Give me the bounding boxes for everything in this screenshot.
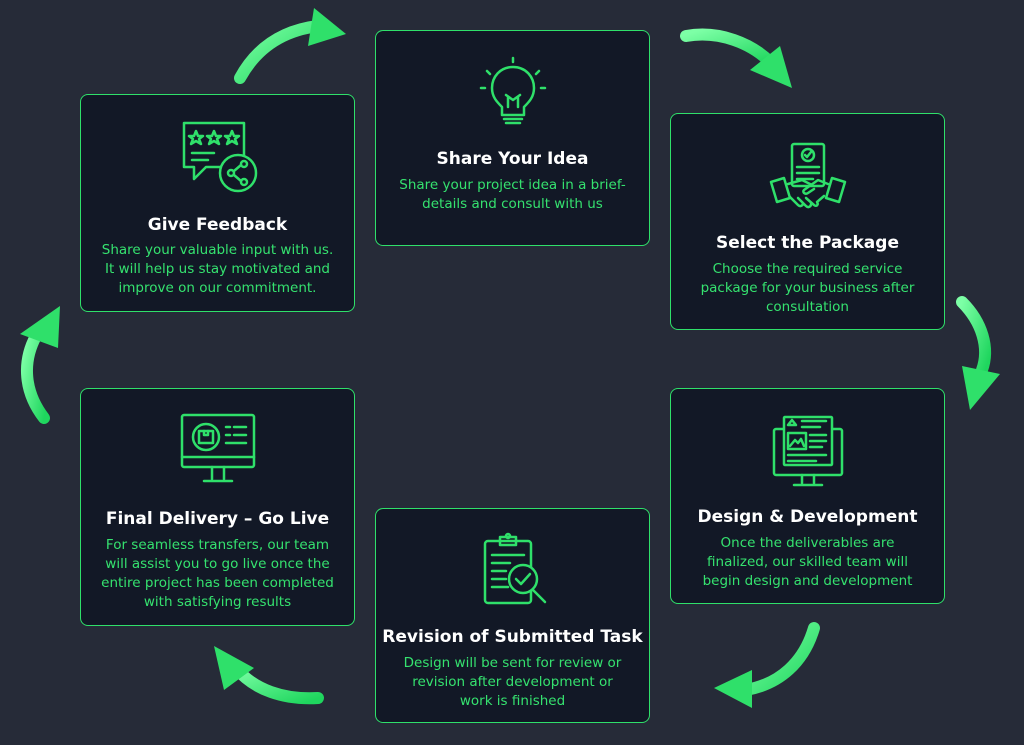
- arrow-revision-to-delivery: [214, 646, 324, 705]
- step-description: Once the deliverables are finalized, our…: [702, 535, 913, 589]
- lightbulb-icon: [479, 56, 546, 125]
- step-description: For seamless transfers, our team will as…: [101, 537, 334, 610]
- step-card-select-package: Select the Package Choose the required s…: [670, 113, 945, 330]
- web-design-monitor-icon: [772, 415, 843, 487]
- step-description: Share your valuable input with us. It wi…: [101, 242, 334, 296]
- arrow-feedback-to-idea: [234, 8, 346, 84]
- step-title: Give Feedback: [147, 215, 288, 235]
- step-description: Share your project idea in a brief-detai…: [399, 177, 626, 212]
- arrow-delivery-to-feedback: [20, 306, 60, 424]
- step-title: Design & Development: [697, 507, 918, 527]
- arrow-design-to-revision: [714, 622, 820, 708]
- clipboard-check-icon: [483, 532, 546, 605]
- step-card-design-development: Design & Development Once the deliverabl…: [670, 388, 945, 604]
- step-title: Final Delivery – Go Live: [105, 509, 330, 529]
- step-title: Select the Package: [716, 233, 899, 253]
- step-title: Share Your Idea: [436, 149, 589, 169]
- review-share-icon: [182, 121, 257, 193]
- monitor-package-icon: [180, 413, 255, 483]
- step-title: Revision of Submitted Task: [382, 627, 643, 647]
- step-card-final-delivery: Final Delivery – Go Live For seamless tr…: [80, 388, 355, 626]
- arrow-idea-to-package: [680, 28, 792, 88]
- step-description: Design will be sent for review or revisi…: [403, 655, 622, 709]
- handshake-document-icon: [769, 142, 846, 209]
- step-card-give-feedback: Give Feedback Share your valuable input …: [80, 94, 355, 312]
- arrow-package-to-design: [956, 296, 1000, 410]
- step-description: Choose the required service package for …: [700, 261, 915, 315]
- step-card-share-idea: Share Your Idea Share your project idea …: [375, 30, 650, 246]
- step-card-revision: Revision of Submitted Task Design will b…: [375, 508, 650, 723]
